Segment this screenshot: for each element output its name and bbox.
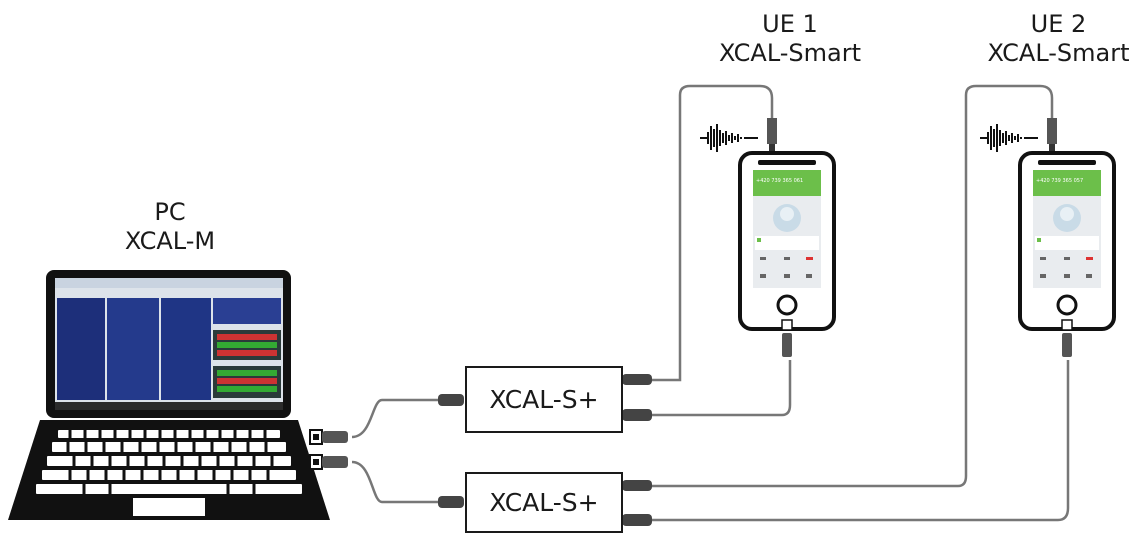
plug-icon (622, 480, 652, 491)
audio-waveform-icon (980, 124, 1038, 152)
plug-icon (438, 496, 464, 508)
plug-icon (622, 514, 652, 526)
audio-waveform-icon (700, 124, 758, 152)
cable-scanner-top-ue1-audio (652, 84, 774, 382)
plug-icon (438, 394, 464, 406)
cables (351, 84, 1070, 522)
audio-jack-icon (1047, 118, 1057, 144)
cable-pc-scanner-bottom (351, 460, 438, 504)
usb-plug-icon (309, 454, 348, 470)
plug-icon (622, 374, 652, 385)
ue1-label-line1: UE 1 (762, 10, 818, 38)
ue1-number: +420 739 365 061 (756, 178, 803, 184)
cable-scanner-bottom-ue2-audio (652, 84, 1054, 488)
scanner-top-box: XCAL-S+ (465, 366, 623, 433)
scanner-bottom-box: XCAL-S+ (465, 472, 623, 533)
scanner-bottom-label: XCAL-S+ (489, 488, 599, 517)
laptop-icon (8, 270, 330, 520)
ue2-number: +420 739 365 057 (1036, 178, 1083, 184)
ue2-label: UE 2 XCAL-Smart (970, 10, 1147, 68)
ue2-label-line1: UE 2 (1030, 10, 1087, 38)
ue2-label-line2: XCAL-Smart (987, 39, 1130, 67)
usb-plug-icon (309, 429, 348, 445)
cable-scanner-top-ue1-usb (652, 360, 792, 417)
plug-icon (622, 409, 652, 421)
smartphone-icon: +420 739 365 057 (1018, 118, 1116, 357)
scanner-top-label: XCAL-S+ (489, 385, 599, 414)
cable-scanner-bottom-ue2-usb (652, 360, 1070, 522)
smartphone-icon: +420 739 365 061 (738, 118, 836, 357)
cable-pc-scanner-top (351, 398, 438, 439)
ue1-label: UE 1 XCAL-Smart (700, 10, 880, 68)
pc-label-line1: PC (154, 198, 186, 226)
pc-label: PC XCAL-M (90, 198, 250, 256)
ue1-label-line2: XCAL-Smart (718, 39, 862, 67)
audio-jack-icon (767, 118, 777, 144)
pc-label-line2: XCAL-M (124, 227, 216, 255)
